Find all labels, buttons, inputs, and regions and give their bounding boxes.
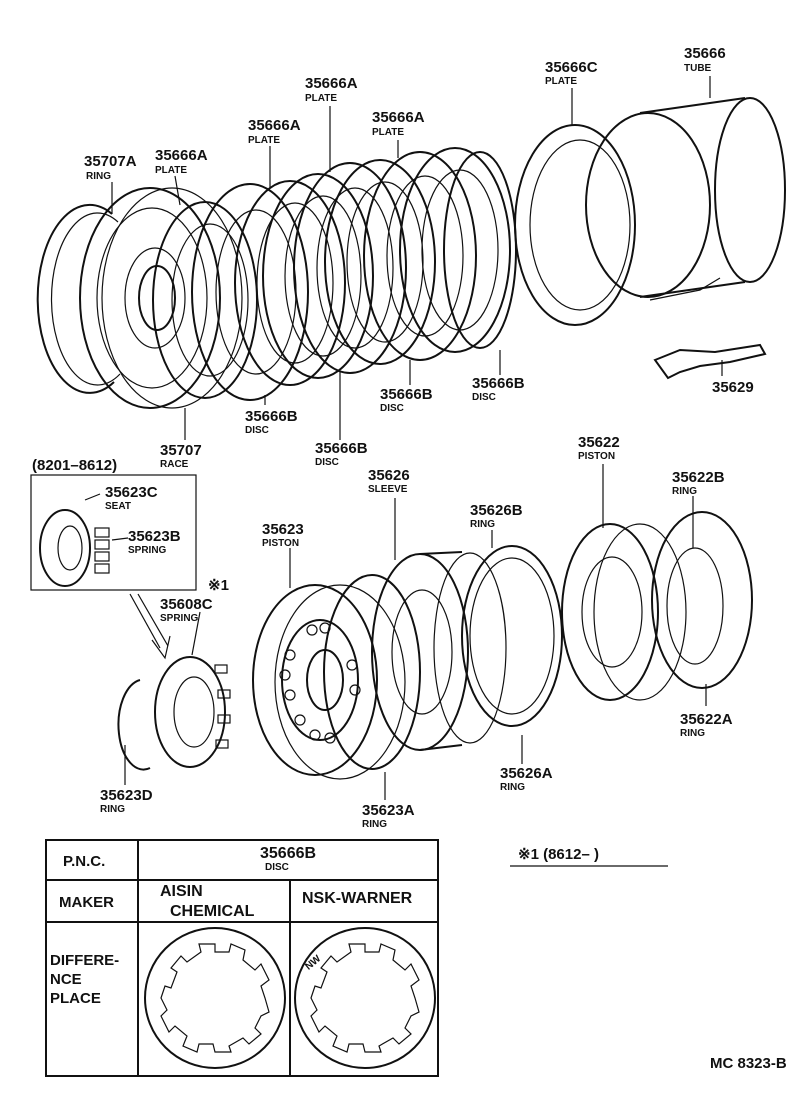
- label-35622B-sub: RING: [672, 486, 697, 497]
- label-35666A-3-sub: PLATE: [305, 93, 337, 104]
- label-35629: 35629: [712, 379, 754, 396]
- table-diff-line1: DIFFERE-: [50, 952, 119, 969]
- table-diff-line2: NCE: [50, 971, 82, 988]
- table-pnc-value: 35666B: [260, 845, 316, 862]
- table-maker-1-line1: AISIN: [160, 883, 203, 900]
- label-35666B-3: 35666B: [380, 386, 433, 403]
- label-35623C-sub: SEAT: [105, 501, 131, 512]
- piston-35622-drawing: [561, 523, 687, 701]
- ring-35623D-drawing: [117, 679, 151, 771]
- label-35666B-1: 35666B: [245, 408, 298, 425]
- label-35666A-1: 35666A: [155, 147, 208, 164]
- label-35623A: 35623A: [362, 802, 415, 819]
- label-35623D-sub: RING: [100, 804, 125, 815]
- label-35666A-4: 35666A: [372, 109, 425, 126]
- label-35666B-4: 35666B: [472, 375, 525, 392]
- label-35622A-sub: RING: [680, 728, 705, 739]
- table-maker-2: NSK-WARNER: [302, 890, 413, 907]
- label-35666: 35666: [684, 45, 726, 62]
- label-35666B-2-sub: DISC: [315, 457, 339, 468]
- ring-35626B-drawing: [461, 545, 563, 727]
- label-35623A-sub: RING: [362, 819, 387, 830]
- label-35622: 35622: [578, 434, 620, 451]
- seat-35623C-drawing: [39, 509, 91, 587]
- tube-35666-drawing: [585, 97, 786, 301]
- label-35626B-sub: RING: [470, 519, 495, 530]
- ring-35707A-drawing: [36, 203, 121, 394]
- label-35622A: 35622A: [680, 711, 733, 728]
- label-35666-sub: TUBE: [684, 63, 712, 74]
- label-35666B-2: 35666B: [315, 440, 368, 457]
- leader-lines: [84, 76, 723, 800]
- label-35707-sub: RACE: [160, 459, 189, 470]
- inset-mark: ※1: [208, 577, 229, 594]
- label-35666B-1-sub: DISC: [245, 425, 269, 436]
- down-arrow: [129, 593, 171, 660]
- label-35623D: 35623D: [100, 787, 153, 804]
- label-35666B-3-sub: DISC: [380, 403, 404, 414]
- sleeve-35626-drawing: [371, 551, 507, 751]
- label-35622-sub: PISTON: [578, 451, 615, 462]
- inset-box: [30, 474, 197, 591]
- label-35623B: 35623B: [128, 528, 181, 545]
- label-35623-sub: PISTON: [262, 538, 299, 549]
- label-35626-sub: SLEEVE: [368, 484, 408, 495]
- label-35623: 35623: [262, 521, 304, 538]
- spring-35608C-drawing: [154, 656, 231, 768]
- disc-aisin-drawing: [144, 927, 286, 1069]
- label-35666C: 35666C: [545, 59, 598, 76]
- bracket-35629-drawing: [653, 343, 767, 380]
- inset-range: (8201–8612): [32, 457, 117, 474]
- table-maker-1-line2: CHEMICAL: [170, 903, 255, 920]
- label-35666C-sub: PLATE: [545, 76, 577, 87]
- table-nw-stamp: NW: [303, 953, 323, 972]
- note-date-range: ※1 (8612– ): [518, 846, 599, 863]
- label-35707A: 35707A: [84, 153, 137, 170]
- label-35666B-4-sub: DISC: [472, 392, 496, 403]
- label-35626A: 35626A: [500, 765, 553, 782]
- footer-code: MC 8323-B: [710, 1055, 787, 1072]
- plate-35666C-drawing: [514, 124, 636, 326]
- label-35626A-sub: RING: [500, 782, 525, 793]
- ring-35622A-drawing: [666, 547, 724, 665]
- plate-disc-stack: [152, 147, 517, 401]
- table-pnc-label: P.N.C.: [63, 853, 105, 870]
- label-35608C-sub: SPRING: [160, 613, 199, 624]
- table-diff-line3: PLACE: [50, 990, 101, 1007]
- ring-35623A-drawing: [323, 574, 421, 770]
- piston-35623-drawing: [252, 584, 406, 780]
- label-35707: 35707: [160, 442, 202, 459]
- race-35707-drawing: [79, 187, 243, 409]
- label-35666A-1-sub: PLATE: [155, 165, 187, 176]
- ring-35622B-drawing: [651, 511, 753, 689]
- label-35666A-4-sub: PLATE: [372, 127, 404, 138]
- label-35666A-2: 35666A: [248, 117, 301, 134]
- label-35622B: 35622B: [672, 469, 725, 486]
- label-35666A-3: 35666A: [305, 75, 358, 92]
- label-35707A-sub: RING: [86, 171, 111, 182]
- spring-35623B-drawing: [94, 527, 110, 574]
- table-pnc-sub: DISC: [265, 862, 289, 873]
- label-35623B-sub: SPRING: [128, 545, 167, 556]
- label-35666A-2-sub: PLATE: [248, 135, 280, 146]
- label-35623C: 35623C: [105, 484, 158, 501]
- label-35626: 35626: [368, 467, 410, 484]
- table-maker-label: MAKER: [59, 894, 114, 911]
- difference-table: [45, 839, 439, 1077]
- disc-nsk-drawing: [294, 927, 436, 1069]
- label-35626B: 35626B: [470, 502, 523, 519]
- label-35608C: 35608C: [160, 596, 213, 613]
